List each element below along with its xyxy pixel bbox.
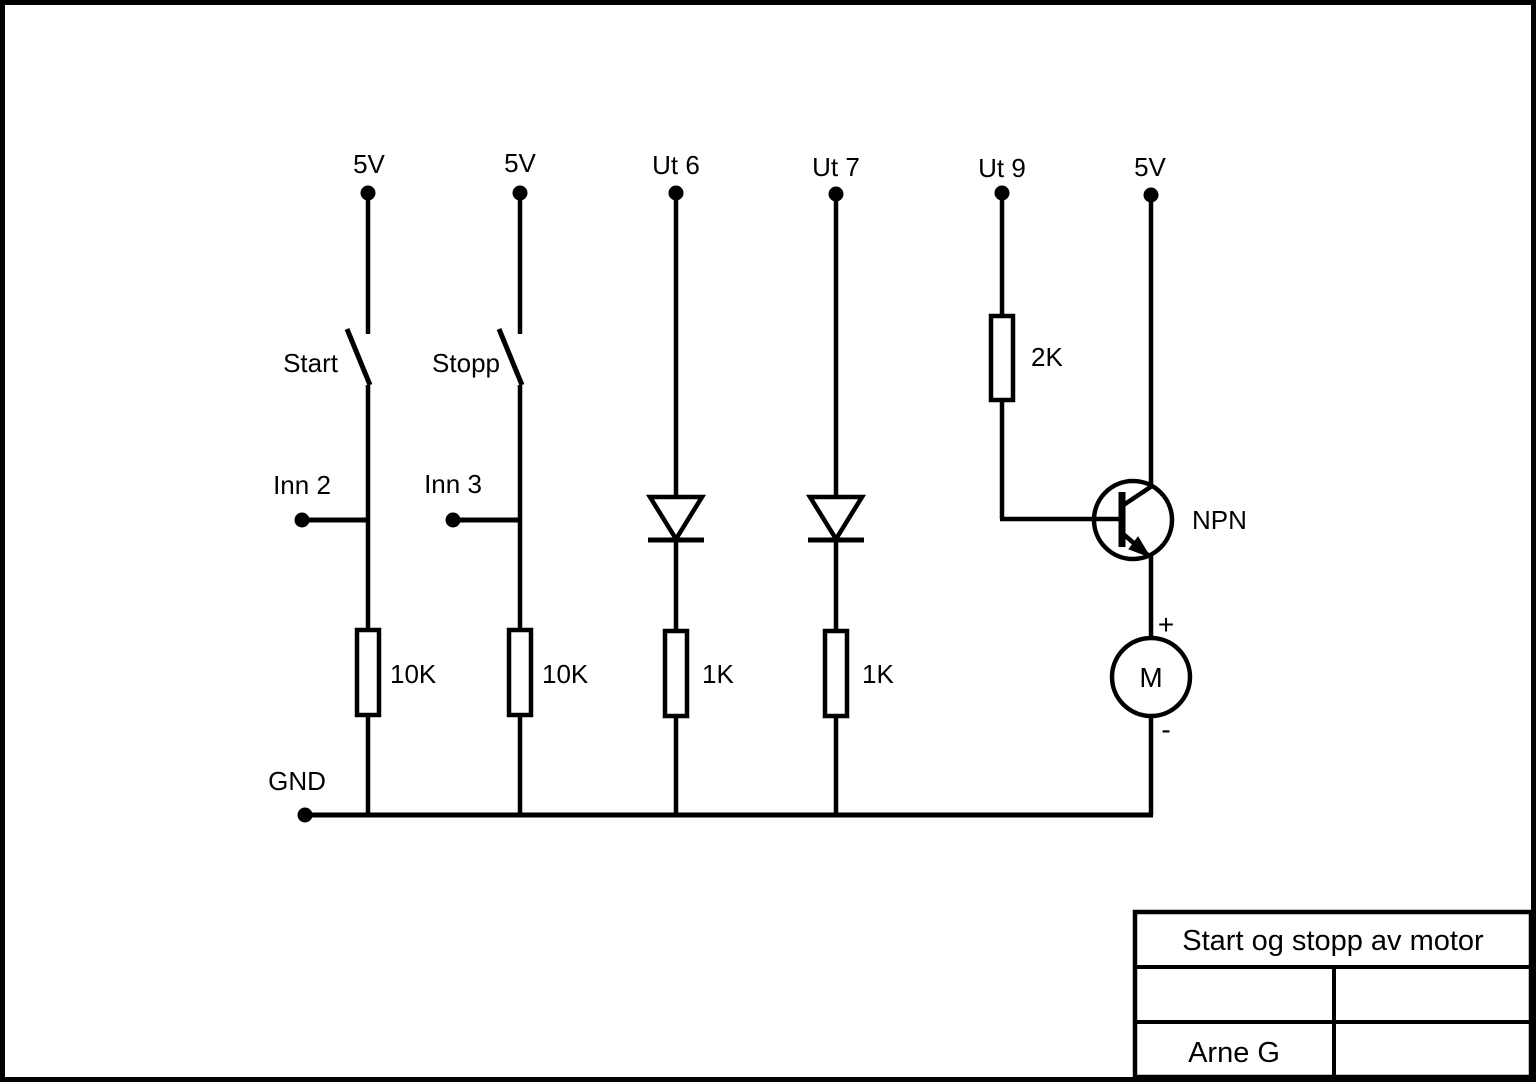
- resistor-10k-1: [354, 627, 382, 718]
- motor-icon: M: [1109, 635, 1193, 719]
- branch-ut9: Ut 9 2K: [978, 153, 1121, 522]
- supply-label: 5V: [1134, 152, 1166, 182]
- branch-output: 5V NPN + M -: [1091, 152, 1247, 815]
- resistor-1k-2-label: 1K: [862, 659, 894, 689]
- motor-minus-label: -: [1161, 714, 1170, 745]
- resistor-1k-1: [662, 628, 690, 719]
- gnd-rail: GND: [268, 766, 1153, 823]
- resistor-10k-2-label: 10K: [542, 659, 589, 689]
- branch-start: 5V Start Inn 2 10K: [273, 149, 437, 815]
- motor-label: M: [1139, 662, 1162, 693]
- input-inn3-label: Inn 3: [424, 469, 482, 499]
- transistor-type-label: NPN: [1192, 505, 1247, 535]
- diode-2-triangle-icon: [805, 494, 867, 544]
- switch-stopp-blade-icon: [496, 328, 525, 386]
- terminal-ut7-label: Ut 7: [812, 152, 860, 182]
- resistor-1k-2: [822, 628, 850, 719]
- switch-start-label: Start: [283, 348, 339, 378]
- switch-stopp-label: Stopp: [432, 348, 500, 378]
- drawing-author: Arne G: [1188, 1037, 1280, 1069]
- branch-stopp: 5V Stopp Inn 3 10K: [424, 148, 589, 815]
- gnd-label: GND: [268, 766, 326, 796]
- supply-label: 5V: [353, 149, 385, 179]
- motor-plus-label: +: [1158, 609, 1174, 640]
- branch-ut7: Ut 7 1K: [805, 152, 894, 815]
- input-inn2-label: Inn 2: [273, 470, 331, 500]
- terminal-ut6-label: Ut 6: [652, 150, 700, 180]
- branch-ut6: Ut 6 1K: [645, 150, 734, 815]
- switch-start-blade-icon: [344, 328, 373, 386]
- resistor-1k-1-label: 1K: [702, 659, 734, 689]
- resistor-10k-1-label: 10K: [390, 659, 437, 689]
- resistor-10k-2: [506, 627, 534, 718]
- diode-1-triangle-icon: [645, 494, 707, 544]
- resistor-2k: [988, 313, 1016, 403]
- transistor-npn-icon: [1091, 478, 1175, 562]
- title-block: Start og stopp av motor Arne G: [1132, 909, 1534, 1080]
- transistor-emitter-arrow: [1128, 536, 1152, 558]
- resistor-2k-label: 2K: [1031, 342, 1063, 372]
- terminal-ut9-label: Ut 9: [978, 153, 1026, 183]
- supply-label: 5V: [504, 148, 536, 178]
- transistor-collector: [1120, 484, 1154, 508]
- drawing-title: Start og stopp av motor: [1182, 925, 1484, 957]
- transistor-body: [1091, 478, 1175, 562]
